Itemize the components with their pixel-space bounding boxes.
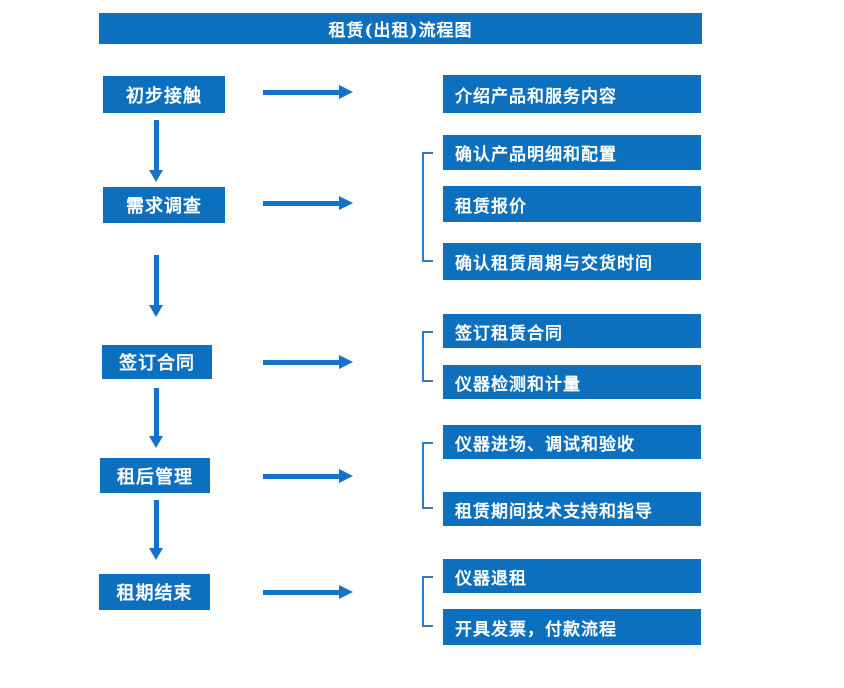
down-arrow-head (149, 436, 163, 448)
group-bracket-sign-contract (422, 331, 433, 382)
down-arrow-head (149, 548, 163, 560)
group-bracket-demand-survey (422, 152, 433, 262)
detail-tech-support-guidance: 租赁期间技术支持和指导 (443, 492, 701, 526)
down-arrow-shaft (154, 255, 159, 305)
down-arrow (149, 120, 163, 182)
right-arrow-head (339, 469, 353, 483)
right-arrow-head (339, 85, 353, 99)
down-arrow-head (149, 305, 163, 317)
group-bracket-post-rental (422, 442, 433, 509)
down-arrow (149, 255, 163, 317)
stage-demand-survey: 需求调查 (103, 187, 225, 223)
right-arrow-shaft (263, 90, 339, 95)
detail-instrument-testing-metering: 仪器检测和计量 (443, 365, 701, 399)
detail-instrument-entry-acceptance: 仪器进场、调试和验收 (443, 425, 701, 459)
down-arrow (149, 388, 163, 448)
stage-rental-end: 租期结束 (99, 574, 210, 610)
right-arrow-head (339, 585, 353, 599)
detail-sign-rental-contract: 签订租赁合同 (443, 314, 701, 348)
right-arrow-head (339, 196, 353, 210)
detail-introduce-product-services: 介绍产品和服务内容 (443, 75, 701, 113)
stage-initial-contact: 初步接触 (103, 76, 225, 113)
detail-confirm-period-delivery: 确认租赁周期与交货时间 (443, 243, 701, 280)
right-arrow (263, 355, 353, 369)
right-arrow-shaft (263, 474, 339, 479)
right-arrow-shaft (263, 360, 339, 365)
right-arrow (263, 585, 353, 599)
down-arrow-shaft (154, 388, 159, 436)
stage-sign-contract: 签订合同 (102, 345, 212, 379)
right-arrow-shaft (263, 201, 339, 206)
stage-post-rental-management: 租后管理 (100, 458, 210, 493)
down-arrow-shaft (154, 120, 159, 170)
flowchart-title: 租赁(出租)流程图 (99, 13, 702, 44)
group-bracket-rental-end (422, 576, 433, 627)
detail-confirm-product-config: 确认产品明细和配置 (443, 135, 701, 170)
down-arrow (149, 500, 163, 560)
right-arrow (263, 469, 353, 483)
detail-instrument-return: 仪器退租 (443, 559, 701, 593)
down-arrow-shaft (154, 500, 159, 548)
right-arrow (263, 85, 353, 99)
detail-invoice-payment-process: 开具发票，付款流程 (443, 609, 701, 645)
detail-rental-quotation: 租赁报价 (443, 186, 701, 222)
right-arrow-head (339, 355, 353, 369)
right-arrow (263, 196, 353, 210)
right-arrow-shaft (263, 590, 339, 595)
down-arrow-head (149, 170, 163, 182)
